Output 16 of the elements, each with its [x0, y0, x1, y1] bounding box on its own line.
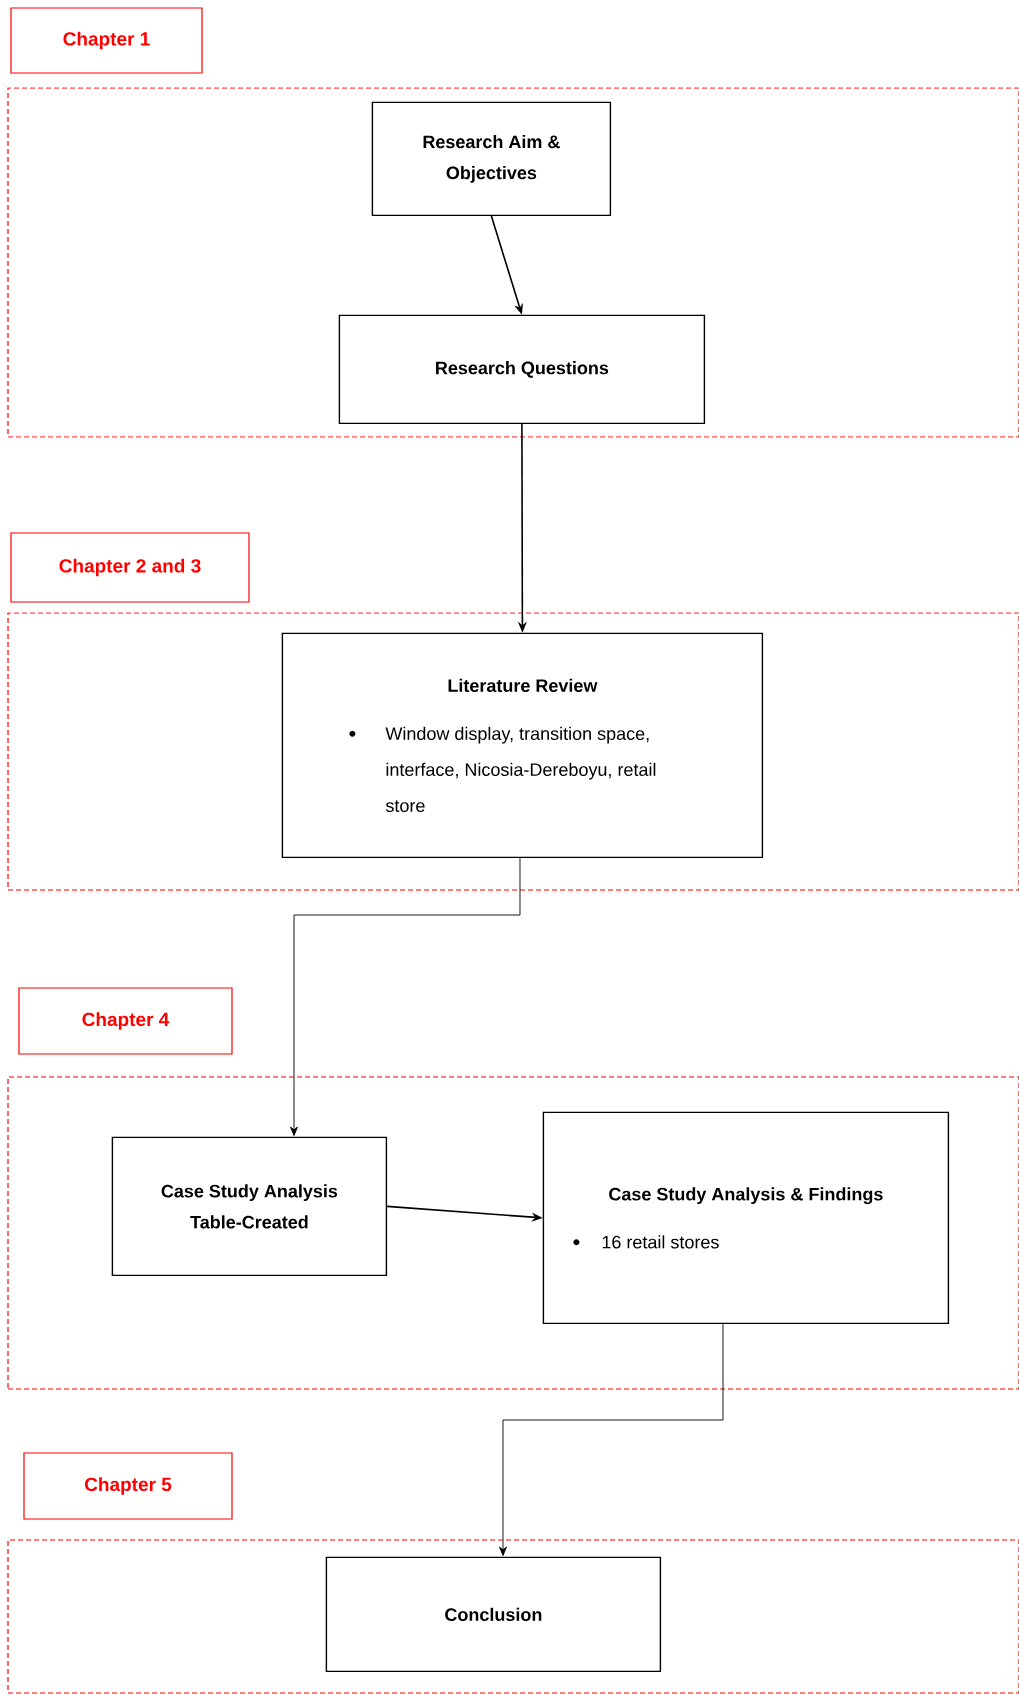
process-box: Conclusion [325, 1556, 662, 1673]
chapter-label: Chapter 4 [18, 987, 233, 1055]
chapter-label: Chapter 5 [23, 1452, 233, 1520]
arrow [499, 1323, 724, 1556]
chapter-region [7, 612, 1019, 891]
process-box: Research Questions [338, 314, 706, 425]
chapter-region [7, 1076, 1019, 1390]
process-box: Research Aim & Objectives [371, 101, 612, 217]
process-box: Case Study Analysis Table-Created [111, 1136, 388, 1277]
chapter-label: Chapter 1 [10, 7, 203, 74]
chapter-region [7, 1539, 1019, 1694]
chapter-label: Chapter 2 and 3 [10, 532, 250, 603]
process-box: Case Study Analysis & Findings 16 retail stores [542, 1111, 950, 1325]
arrow [290, 857, 521, 1136]
process-box: Literature Review Window display, transition space, interface, Nicosia-Dereboyu, retail store [281, 632, 764, 859]
chapter-region [7, 87, 1019, 438]
